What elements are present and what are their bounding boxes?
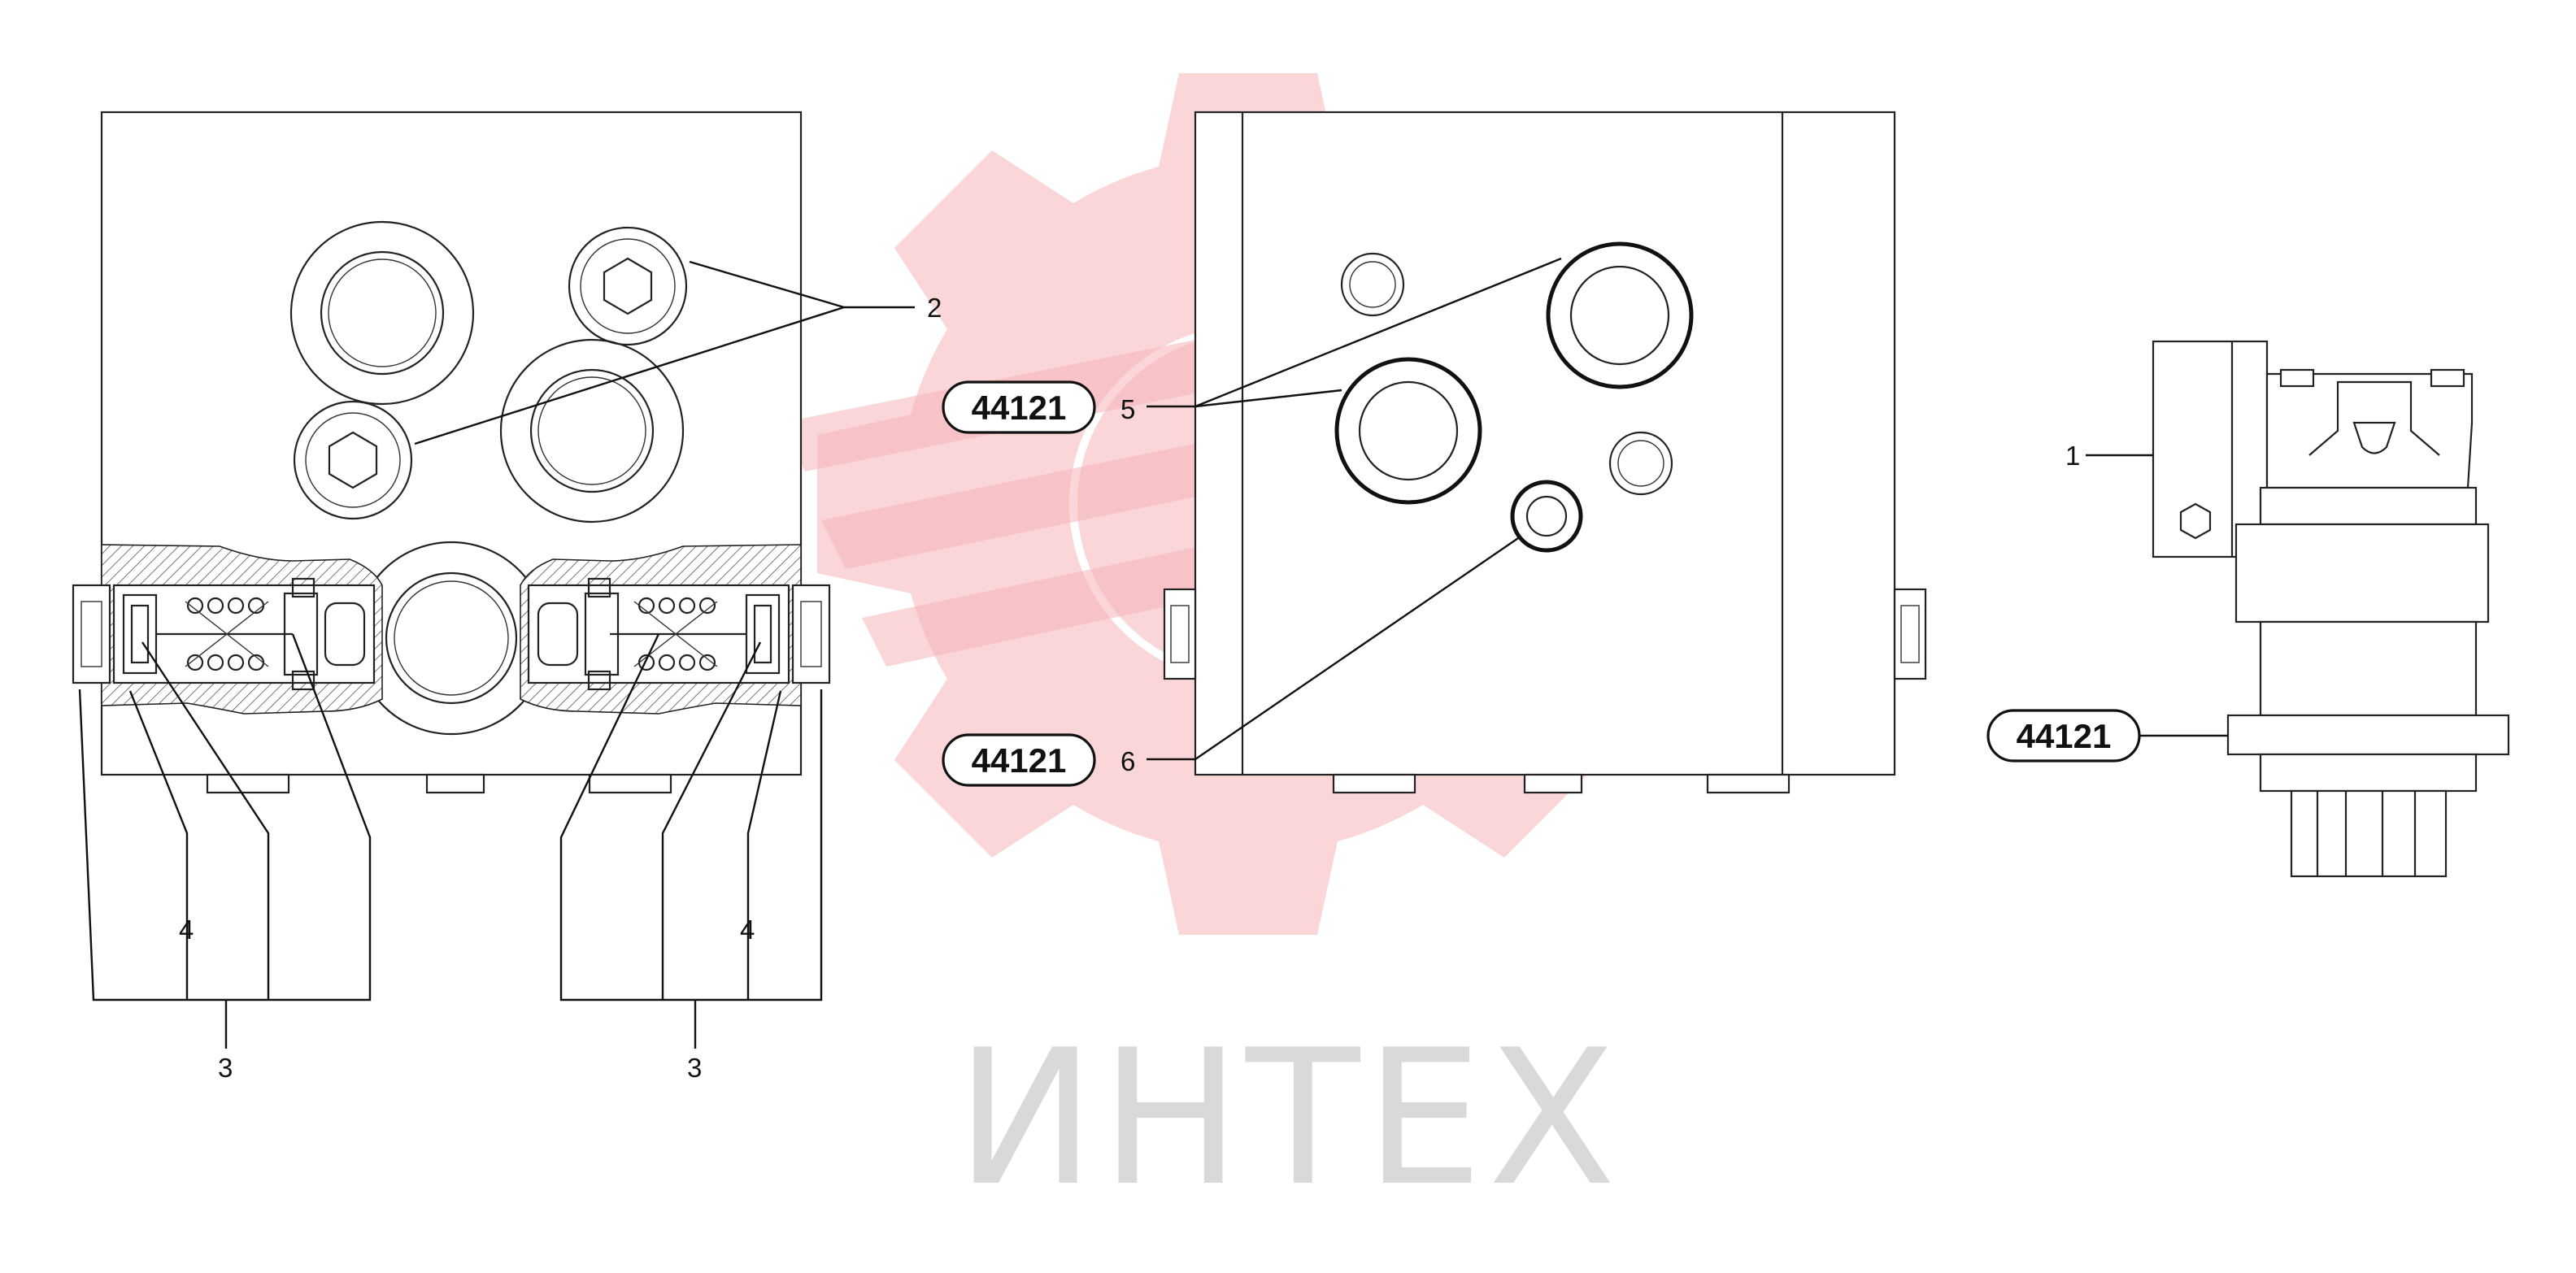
leaders-left-view xyxy=(78,260,915,1049)
svg-text:44121: 44121 xyxy=(972,389,1067,427)
callout-6: 6 xyxy=(1120,746,1135,776)
callout-3-left: 3 xyxy=(218,1053,233,1083)
callout-5: 5 xyxy=(1120,394,1135,424)
svg-text:44121: 44121 xyxy=(972,741,1067,780)
plug-upper xyxy=(568,226,688,346)
leaders-right-view xyxy=(2086,454,2228,737)
watermark-text: ИНТЕХ xyxy=(955,1010,1621,1227)
part-number-badge-b: 44121 xyxy=(942,733,1096,787)
svg-text:44121: 44121 xyxy=(2017,717,2112,755)
valve-block-side-view xyxy=(1163,111,1927,794)
relief-valve-section-right xyxy=(520,544,831,715)
relief-valve-section-left xyxy=(72,544,383,715)
leaders-middle-view xyxy=(1147,257,1562,761)
part-number-badge-c: 44121 xyxy=(1986,709,2141,762)
callout-2: 2 xyxy=(927,293,942,323)
part-number-badge-a: 44121 xyxy=(942,380,1096,434)
plug-lower xyxy=(293,400,413,520)
callout-4-left: 4 xyxy=(179,915,194,945)
callout-4-right: 4 xyxy=(740,915,755,945)
valve-block-front-view xyxy=(72,111,831,794)
solenoid-cartridge-view xyxy=(2152,340,2510,878)
callout-1: 1 xyxy=(2065,441,2080,471)
callout-3-right: 3 xyxy=(687,1053,702,1083)
